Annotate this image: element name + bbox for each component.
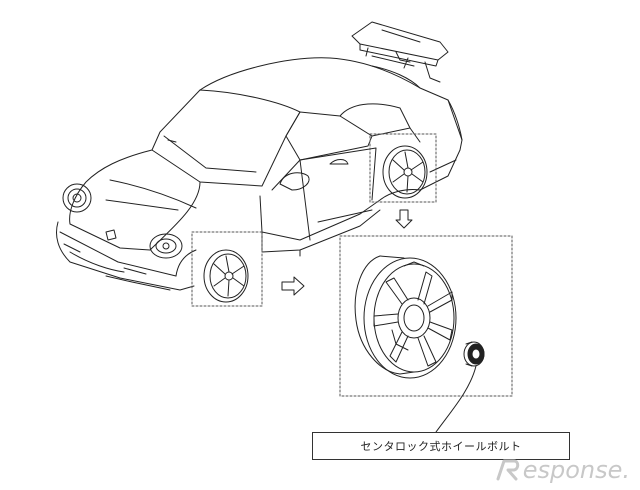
windshield [151,89,301,187]
front-wheel [203,249,249,303]
rear-wheel [382,145,428,199]
rear-wing [351,21,449,83]
callout-text: センタロック式ホイールボルト [360,440,522,453]
hood-emblem [105,229,117,241]
front-wheel-highlight-box [191,231,263,307]
front-bumper [56,221,195,291]
enlarged-wheel-box [339,235,513,397]
roofline [199,57,449,101]
door-handle [329,159,349,165]
left-headlight [62,183,92,213]
right-arrow [281,276,305,296]
rear-wheel-highlight-box [369,133,437,203]
watermark: esponse. [494,456,630,484]
right-headlight [149,233,183,259]
callout-label: センタロック式ホイールボルト [312,432,570,460]
center-lock-bolt [463,341,485,367]
side-mirror [279,172,310,191]
watermark-text: esponse. [522,456,630,484]
down-arrow [395,209,413,229]
callout-leader-line [435,365,477,433]
response-logo-icon [496,459,519,481]
side-window [285,111,373,161]
enlarged-wheel [354,255,457,379]
hood [69,149,201,251]
car-line-drawing [56,21,463,291]
